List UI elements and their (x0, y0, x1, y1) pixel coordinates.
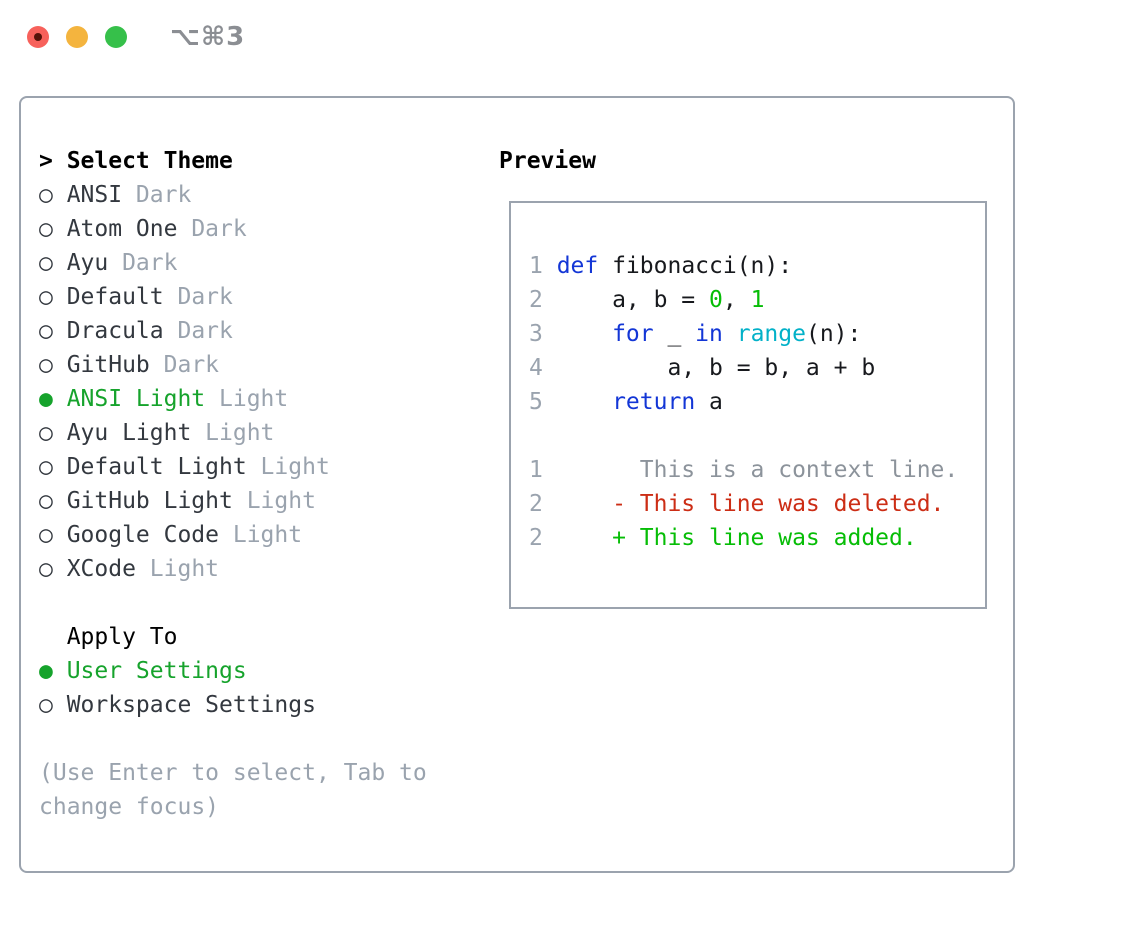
theme-name: Default Light (66, 454, 247, 480)
line-number: 2 (529, 525, 543, 551)
theme-variant: Light (246, 454, 330, 480)
theme-variant: Dark (122, 182, 192, 208)
radio-icon: ○ (39, 182, 53, 208)
left-pane: > Select Theme ○ ANSI Dark ○ Atom One Dark ○ A… (39, 144, 491, 824)
theme-name: Dracula (66, 318, 164, 344)
theme-option-xcode[interactable]: ○ XCode Light (39, 552, 491, 586)
minimize-button[interactable] (66, 26, 88, 48)
preview-line: 5 return a (529, 385, 985, 419)
apply-option-label: User Settings (66, 658, 247, 684)
zoom-button[interactable] (105, 26, 127, 48)
theme-list-header: > Select Theme (39, 144, 491, 178)
close-button[interactable] (27, 26, 49, 48)
theme-option-ayu-light[interactable]: ○ Ayu Light Light (39, 416, 491, 450)
theme-selector-panel: > Select Theme ○ ANSI Dark ○ Atom One Dark ○ A… (19, 96, 1015, 873)
theme-option-ansi[interactable]: ○ ANSI Dark (39, 178, 491, 212)
theme-name: ANSI (66, 182, 123, 208)
help-text: (Use Enter to select, Tab to change focu… (39, 760, 427, 820)
radio-icon: ● (39, 658, 53, 684)
radio-icon: ○ (39, 522, 53, 548)
apply-to-title: Apply To (66, 624, 178, 650)
theme-name: Default (66, 284, 164, 310)
radio-icon: ○ (39, 250, 53, 276)
theme-option-default[interactable]: ○ Default Dark (39, 280, 491, 314)
theme-variant: Light (219, 522, 303, 548)
theme-variant: Light (232, 488, 316, 514)
theme-variant: Light (135, 556, 220, 582)
theme-name: GitHub (66, 352, 150, 378)
theme-option-atom-one[interactable]: ○ Atom One Dark (39, 212, 491, 246)
line-number: 4 (529, 355, 543, 381)
theme-name: XCode (66, 556, 136, 582)
line-number: 2 (529, 491, 543, 517)
theme-variant: Dark (108, 250, 178, 276)
preview-line: 2 a, b = 0, 1 (529, 283, 985, 317)
theme-name: Google Code (66, 522, 220, 548)
theme-variant: Dark (163, 318, 233, 344)
theme-variant: Dark (163, 284, 233, 310)
radio-icon: ○ (39, 318, 53, 344)
radio-icon: ○ (39, 454, 53, 480)
line-number: 1 (529, 253, 543, 279)
radio-icon: ○ (39, 556, 53, 582)
theme-variant: Light (191, 420, 275, 446)
preview-line: 2 + This line was added. (529, 521, 985, 555)
line-number: 5 (529, 389, 543, 415)
apply-options: ● User Settings ○ Workspace Settings (39, 654, 491, 722)
apply-option-label: Workspace Settings (66, 692, 316, 718)
preview-line (529, 419, 985, 453)
preview-line: 1 This is a context line. (529, 453, 985, 487)
theme-items: ○ ANSI Dark ○ Atom One Dark ○ Ayu Dark ○ Defaul… (39, 178, 491, 586)
theme-option-github[interactable]: ○ GitHub Dark (39, 348, 491, 382)
theme-name: Ayu (66, 250, 109, 276)
line-number: 3 (529, 321, 543, 347)
theme-variant: Light (205, 386, 289, 412)
theme-name: Atom One (66, 216, 178, 242)
theme-name: Ayu Light (66, 420, 192, 446)
theme-list-title: Select Theme (66, 148, 233, 174)
radio-icon: ○ (39, 352, 53, 378)
theme-option-default-light[interactable]: ○ Default Light Light (39, 450, 491, 484)
prompt-icon: > (39, 148, 53, 174)
theme-variant: Dark (177, 216, 247, 242)
theme-option-ansi-light[interactable]: ● ANSI Light Light (39, 382, 491, 416)
radio-icon: ○ (39, 692, 53, 718)
theme-option-ayu[interactable]: ○ Ayu Dark (39, 246, 491, 280)
line-number: 2 (529, 287, 543, 313)
apply-option-workspace-settings[interactable]: ○ Workspace Settings (39, 688, 491, 722)
preview-line: 2 - This line was deleted. (529, 487, 985, 521)
theme-option-dracula[interactable]: ○ Dracula Dark (39, 314, 491, 348)
window-titlebar: ⌥⌘3 (0, 0, 1140, 76)
apply-to-header: Apply To (39, 620, 491, 654)
apply-option-user-settings[interactable]: ● User Settings (39, 654, 491, 688)
radio-icon: ○ (39, 216, 53, 242)
theme-name: GitHub Light (66, 488, 233, 514)
theme-name: ANSI Light (66, 386, 206, 412)
spacer (39, 586, 491, 620)
radio-icon: ● (39, 386, 53, 412)
theme-option-google-code[interactable]: ○ Google Code Light (39, 518, 491, 552)
radio-icon: ○ (39, 488, 53, 514)
traffic-lights (27, 26, 127, 48)
preview-line: 4 a, b = b, a + b (529, 351, 985, 385)
theme-option-github-light[interactable]: ○ GitHub Light Light (39, 484, 491, 518)
window-title: ⌥⌘3 (170, 22, 246, 52)
preview-header: Preview (499, 148, 596, 174)
close-dot-icon (34, 33, 42, 41)
radio-icon: ○ (39, 420, 53, 446)
line-number: 1 (529, 457, 543, 483)
preview-line: 3 for _ in range(n): (529, 317, 985, 351)
theme-variant: Dark (149, 352, 220, 378)
radio-icon: ○ (39, 284, 53, 310)
